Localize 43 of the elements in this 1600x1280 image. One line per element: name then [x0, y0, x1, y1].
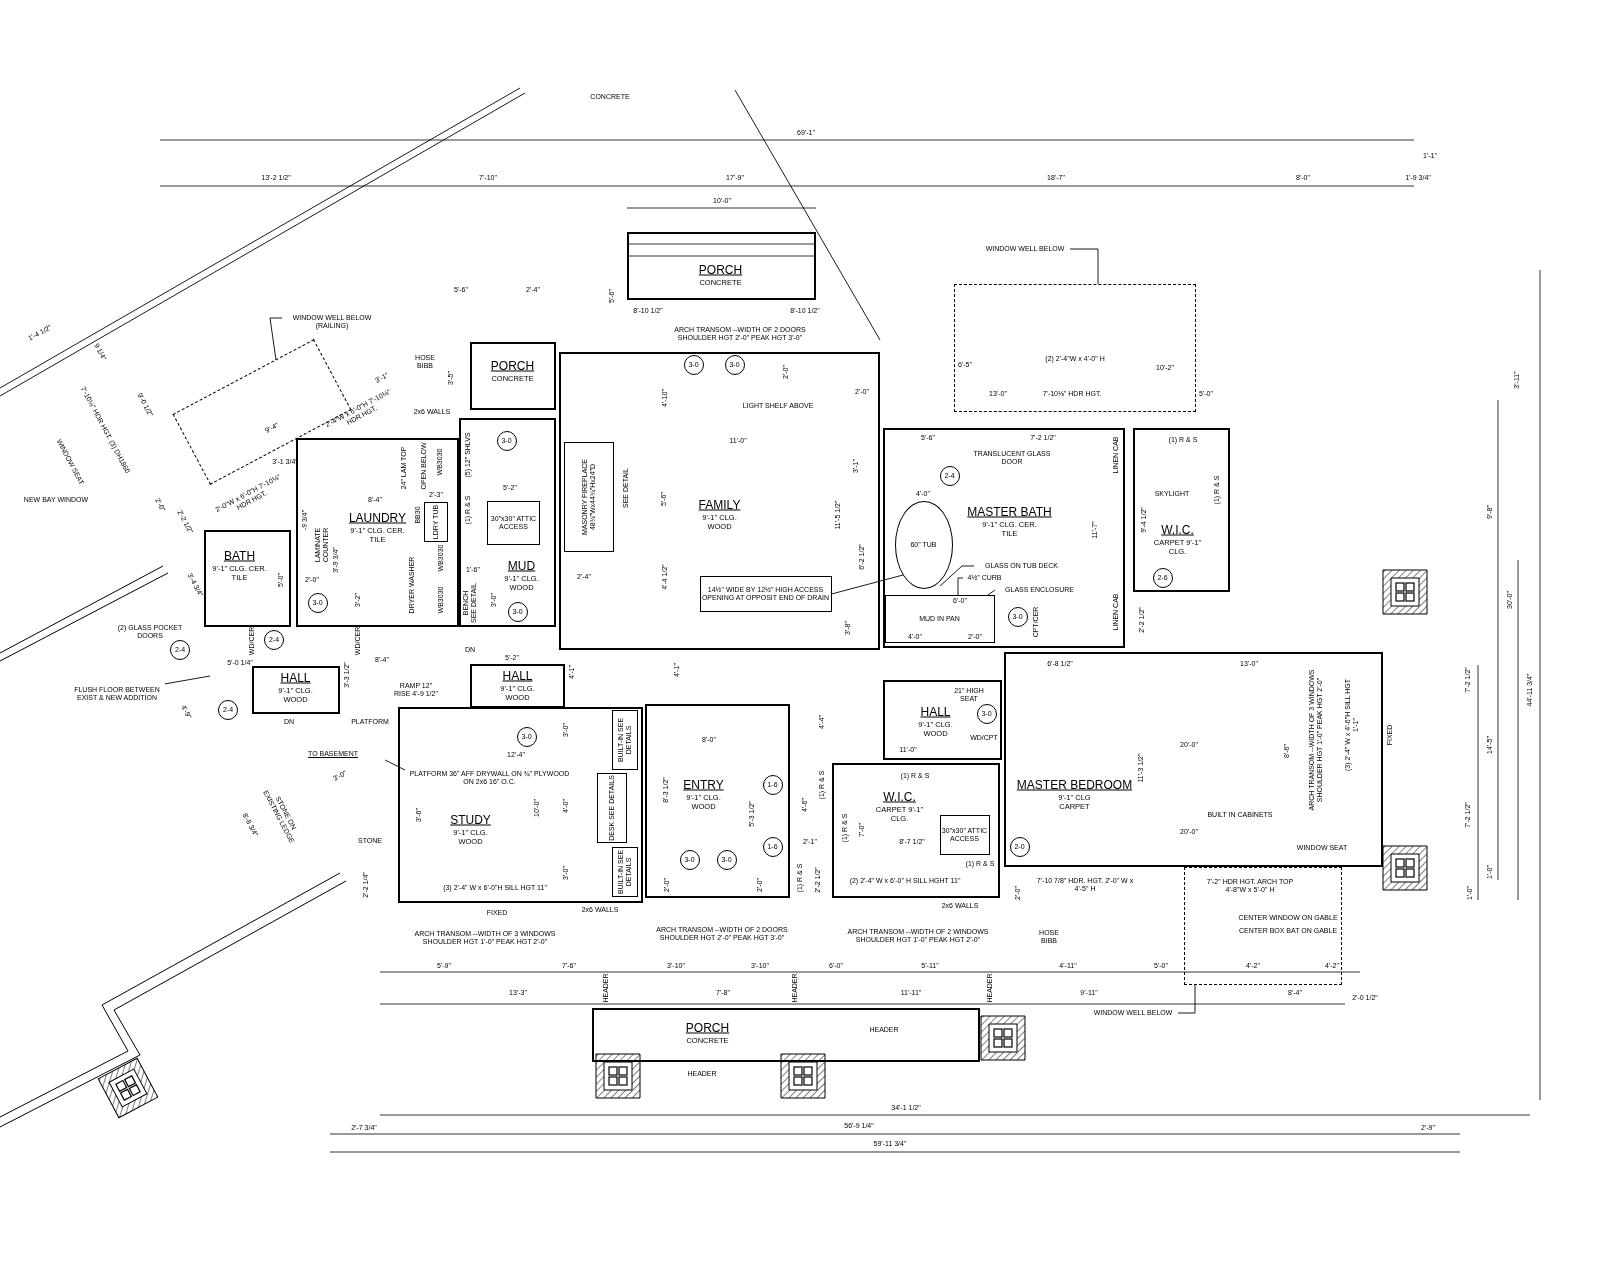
room-outline: [1133, 428, 1230, 592]
room-name: W.I.C.: [883, 790, 916, 803]
room-outline: [883, 680, 1002, 760]
room-outline: [470, 664, 565, 708]
room-name: LAUNDRY: [348, 511, 407, 524]
room-name: PORCH: [685, 1021, 730, 1034]
room-name: HALL: [280, 671, 311, 684]
room-outline: [645, 704, 790, 898]
room-outline: [252, 666, 340, 714]
leader-line: [269, 317, 283, 361]
leader-line: [831, 574, 904, 595]
room-name: BATH: [223, 549, 256, 562]
room-name: FAMILY: [698, 498, 741, 511]
room-name: STUDY: [450, 813, 491, 826]
room-name: PORCH: [698, 263, 743, 276]
room-name: PORCH: [490, 359, 535, 372]
room-outline: [398, 707, 643, 903]
room-name: MASTER BATH: [967, 505, 1052, 518]
room-outline: [832, 763, 1000, 898]
room-name: HALL: [920, 705, 951, 718]
room-outline: [559, 352, 880, 650]
leader-line: [987, 589, 996, 596]
room-outline: [470, 342, 556, 410]
leader-line: [957, 577, 964, 596]
room-name: MASTER BEDROOM: [1016, 778, 1133, 791]
room-name: ENTRY: [683, 778, 724, 791]
room-name: W.I.C.: [1161, 523, 1194, 536]
room-outline: [592, 1008, 980, 1062]
leader-line: [1177, 984, 1196, 1014]
room-outline: [627, 232, 816, 300]
leader-line: [939, 565, 975, 587]
leader-line: [164, 675, 211, 685]
room-outline: [883, 428, 1125, 648]
room-name: HALL: [502, 669, 533, 682]
window-well-outline: [1184, 867, 1342, 985]
room-outline: [204, 530, 291, 627]
room-outline: [1004, 652, 1383, 867]
window-well-outline: [954, 284, 1196, 412]
leader-line: [1069, 248, 1099, 285]
room-outline: [459, 418, 556, 627]
room-outline: [296, 438, 459, 627]
leader-line: [384, 759, 406, 771]
room-name: MUD: [507, 559, 536, 572]
